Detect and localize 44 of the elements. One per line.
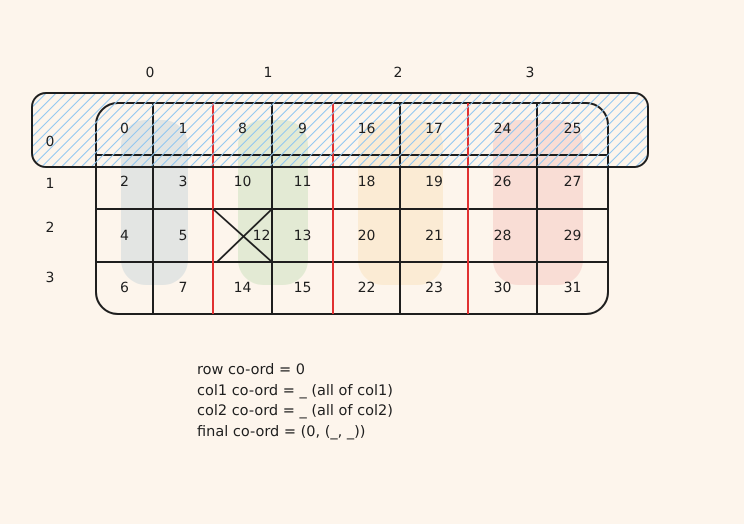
cell-value: 30	[494, 279, 512, 298]
row-index: 3	[44, 269, 56, 288]
column-index: 2	[392, 64, 404, 83]
cell-value: 15	[294, 279, 312, 298]
cell-value: 26	[494, 173, 512, 192]
cell-value: 25	[564, 120, 582, 139]
cell-value: 16	[358, 120, 376, 139]
note-text: col2 co-ord = _ (all of col2)	[197, 402, 393, 421]
cell-value: 22	[358, 279, 376, 298]
cell-value: 14	[234, 279, 252, 298]
cell-value: 11	[294, 173, 312, 192]
row-index: 1	[44, 175, 56, 194]
cell-value: 29	[564, 226, 582, 246]
note-text: row co-ord = 0	[197, 361, 305, 380]
cell-value: 13	[294, 226, 312, 246]
cell-value: 19	[425, 173, 443, 192]
cell-value: 21	[425, 226, 443, 246]
note-text: col1 co-ord = _ (all of col1)	[197, 382, 393, 400]
cell-value: 12	[252, 226, 270, 246]
cell-value: 5	[178, 226, 188, 246]
column-index: 3	[524, 64, 536, 83]
row-index: 0	[44, 133, 56, 152]
column-index: 1	[262, 64, 274, 83]
row-index: 2	[44, 219, 56, 238]
note-text: final co-ord = (0, (_, _))	[197, 422, 366, 442]
cell-value: 31	[564, 279, 582, 298]
cell-value: 8	[237, 120, 248, 139]
column-index: 0	[144, 64, 156, 83]
cell-value: 3	[178, 173, 188, 192]
cell-value: 20	[358, 226, 376, 246]
cell-value: 24	[494, 120, 512, 139]
cell-value: 6	[119, 279, 130, 298]
cell-value: 9	[297, 120, 308, 139]
cell-value: 1	[178, 120, 188, 139]
cell-value: 0	[119, 120, 130, 139]
cell-value: 10	[234, 173, 252, 192]
cell-value: 2	[119, 173, 130, 192]
cell-value: 27	[564, 173, 582, 192]
cell-value: 23	[425, 279, 443, 298]
cell-value: 28	[494, 226, 512, 246]
cell-value: 17	[425, 120, 443, 139]
cell-value: 7	[178, 279, 188, 298]
cell-value: 18	[358, 173, 376, 192]
cell-value: 4	[119, 226, 130, 246]
